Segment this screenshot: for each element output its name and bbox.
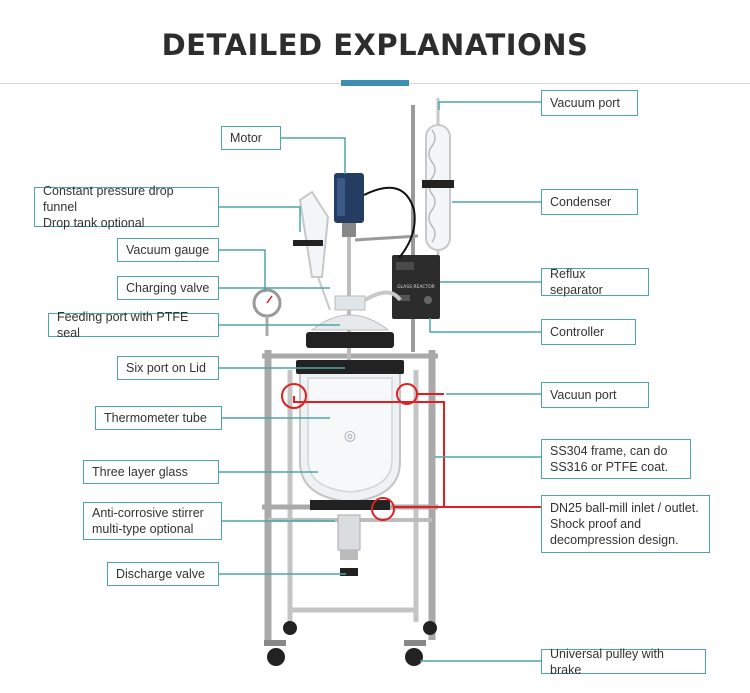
label-motor: Motor bbox=[221, 126, 281, 150]
label-vacuun-port: Vacuun port bbox=[541, 382, 649, 408]
funnel-clamp bbox=[293, 240, 323, 246]
drop-funnel bbox=[298, 190, 331, 311]
vacuum-gauge-dial bbox=[252, 288, 282, 336]
label-drop-funnel: Constant pressure drop funnel Drop tank … bbox=[34, 184, 219, 230]
motor bbox=[334, 173, 416, 259]
three-layer-glass-vessel: ◎ bbox=[296, 360, 404, 504]
reactor-lid bbox=[306, 290, 402, 348]
bottom-flange bbox=[310, 500, 390, 510]
label-thermometer-tube: Thermometer tube bbox=[95, 406, 222, 430]
label-stirrer: Anti-corrosive stirrer multi-type option… bbox=[83, 502, 222, 540]
label-charging-valve: Charging valve bbox=[117, 276, 219, 300]
label-controller: Controller bbox=[541, 319, 636, 345]
label-vacuum-gauge: Vacuum gauge bbox=[117, 238, 219, 262]
label-six-port-lid: Six port on Lid bbox=[117, 356, 219, 380]
leader-lines bbox=[219, 101, 541, 662]
red-highlight bbox=[281, 383, 541, 521]
label-reflux-separator: Reflux separator bbox=[541, 267, 649, 297]
label-three-layer-glass: Three layer glass bbox=[83, 460, 219, 484]
label-vacuum-port-top: Vacuum port bbox=[541, 90, 638, 116]
label-frame: SS304 frame, can do SS316 or PTFE coat. bbox=[541, 439, 691, 479]
controller-brand-text: GLASS REACTOR bbox=[397, 284, 435, 290]
discharge-valve bbox=[337, 514, 361, 576]
svg-text:◎: ◎ bbox=[344, 428, 356, 444]
label-feeding-port: Feeding port with PTFE seal bbox=[48, 310, 219, 340]
controller-box: GLASS REACTOR bbox=[392, 255, 440, 319]
label-ball-mill-inlet: DN25 ball-mill inlet / outlet. Shock pro… bbox=[541, 495, 710, 553]
label-universal-pulley: Universal pulley with brake bbox=[541, 647, 706, 677]
label-condenser: Condenser bbox=[541, 189, 638, 215]
title-accent-bar bbox=[341, 80, 409, 86]
label-discharge-valve: Discharge valve bbox=[107, 562, 219, 586]
page-title: DETAILED EXPLANATIONS bbox=[161, 28, 589, 62]
universal-pulley-wheels bbox=[264, 621, 437, 666]
condenser-clamp bbox=[422, 180, 454, 188]
